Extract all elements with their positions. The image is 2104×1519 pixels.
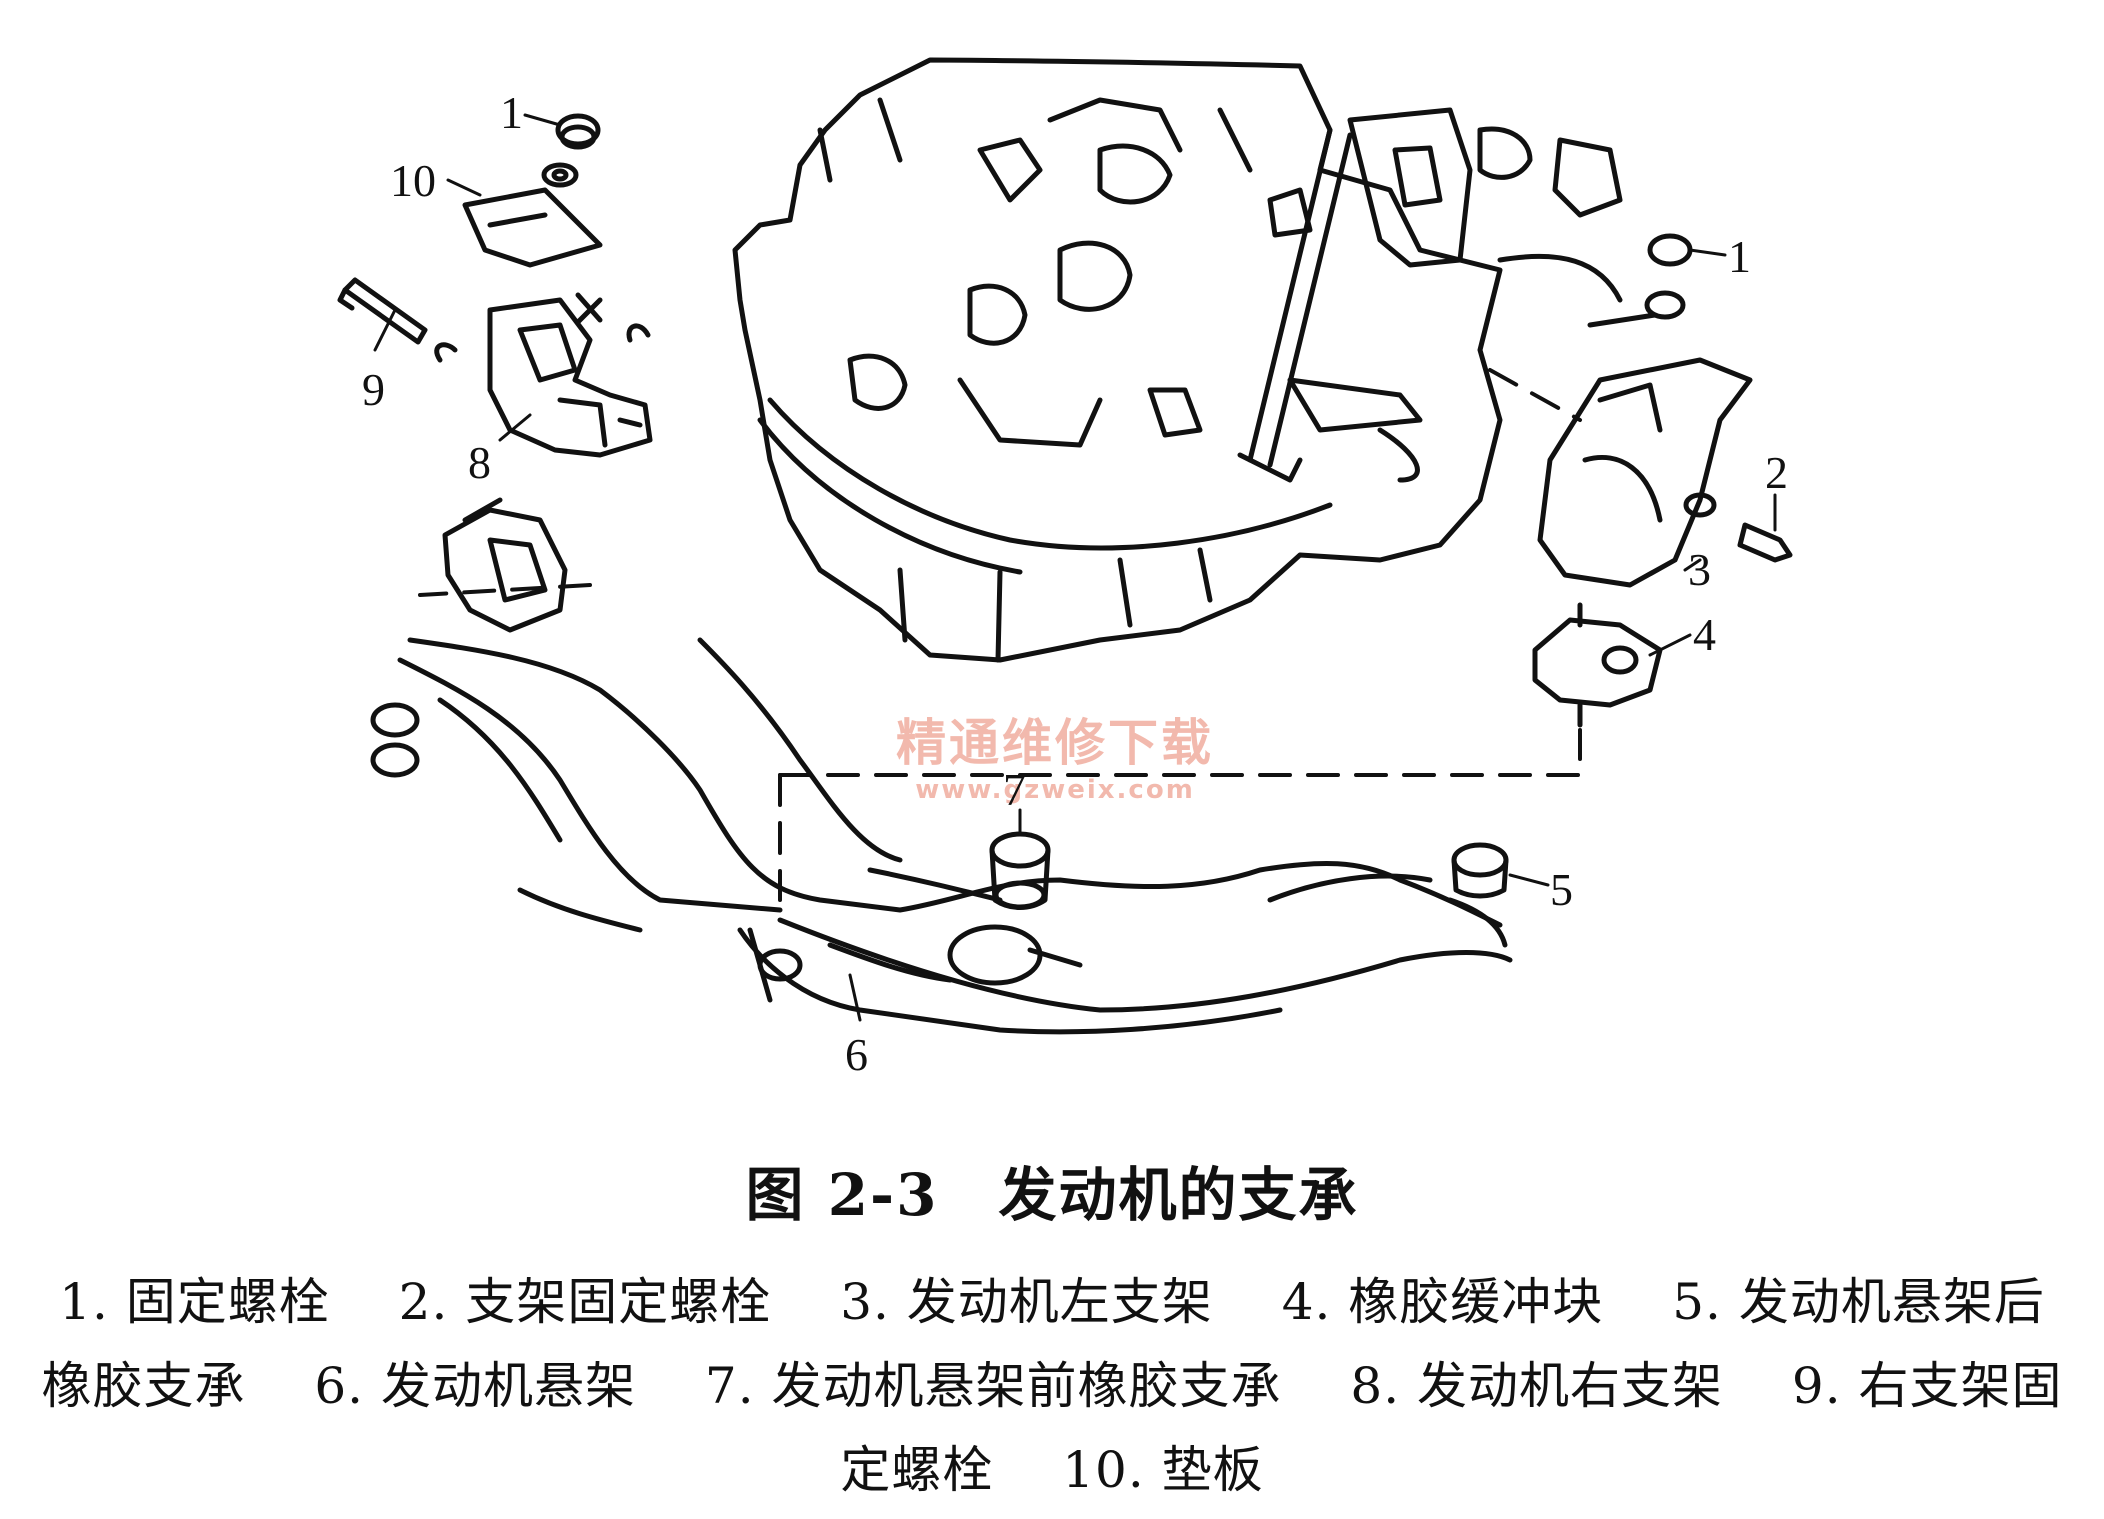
bolt-1-left xyxy=(555,113,601,150)
left-front-mount-block xyxy=(442,497,568,633)
watermark-url: www.gzweix.com xyxy=(915,775,1195,805)
watermark: 精通维修下载 www.gzweix.com xyxy=(896,714,1214,805)
legend-item-6: 6. 发动机悬架 xyxy=(314,1357,636,1415)
pad-plate xyxy=(462,187,603,268)
callout-3: 3 xyxy=(1688,544,1711,595)
rear-rubber-support-5 xyxy=(1451,842,1509,899)
washer-right xyxy=(1587,290,1686,328)
nut-left-bottom xyxy=(370,702,420,778)
legend-item-9-part-1: 9. 右支架固 xyxy=(1791,1357,2063,1415)
watermark-text: 精通维修下载 xyxy=(896,714,1214,772)
legend-item-2: 2. 支架固定螺栓 xyxy=(398,1273,772,1331)
bolt-2 xyxy=(1683,492,1793,563)
callout-8: 8 xyxy=(468,437,491,488)
callout-5: 5 xyxy=(1550,864,1573,915)
legend-item-9-part-2: 定螺栓 xyxy=(840,1441,994,1499)
legend-item-10: 10. 垫板 xyxy=(1062,1441,1264,1499)
legend-item-5-part-1: 5. 发动机悬架后 xyxy=(1672,1273,2045,1331)
callout-labels: 1 10 9 8 1 2 3 4 5 6 7 xyxy=(362,87,1788,1080)
callout-4: 4 xyxy=(1693,609,1716,660)
front-rubber-support-7 xyxy=(989,831,1051,910)
legend-line-1: 1. 固定螺栓 2. 支架固定螺栓 3. 发动机左支架 4. 橡胶缓冲块 5. … xyxy=(0,1262,2104,1334)
callout-10: 10 xyxy=(390,155,436,206)
rubber-block-4 xyxy=(1532,602,1663,728)
bolt-9 xyxy=(337,277,603,345)
legend-item-8: 8. 发动机右支架 xyxy=(1350,1357,1724,1415)
dashed-alignment-lines xyxy=(418,368,1582,902)
legend-item-4: 4. 橡胶缓冲块 xyxy=(1281,1273,1604,1331)
callout-7: 7 xyxy=(1003,764,1026,815)
legend-item-3: 3. 发动机左支架 xyxy=(840,1273,1213,1331)
legend-item-1: 1. 固定螺栓 xyxy=(59,1273,330,1331)
washer-left xyxy=(541,162,579,188)
callout-2: 2 xyxy=(1765,447,1788,498)
bolt-1-right xyxy=(1647,233,1693,267)
callout-1-right: 1 xyxy=(1728,231,1751,282)
engine-block xyxy=(732,57,1503,663)
leader-lines xyxy=(373,113,1777,1022)
legend-line-2: 橡胶支承 6. 发动机悬架 7. 发动机悬架前橡胶支承 8. 发动机右支架 9.… xyxy=(0,1346,2104,1418)
callout-9: 9 xyxy=(362,364,385,415)
callout-1-left: 1 xyxy=(500,87,523,138)
legend-item-7: 7. 发动机悬架前橡胶支承 xyxy=(704,1357,1282,1415)
engine-crossmember xyxy=(397,637,1513,1035)
figure-caption-title: 图 2-3 发动机的支承 xyxy=(745,1161,1359,1229)
engine-front-cover xyxy=(1237,107,1623,483)
right-engine-bracket xyxy=(487,297,653,458)
callout-6: 6 xyxy=(845,1029,868,1080)
legend-line-3: 定螺栓 10. 垫板 xyxy=(0,1430,2104,1502)
legend-item-5-part-2: 橡胶支承 xyxy=(41,1357,246,1415)
hook-clips-left xyxy=(434,323,651,363)
left-engine-bracket xyxy=(1537,357,1753,588)
nut-bottom-left xyxy=(757,948,803,982)
